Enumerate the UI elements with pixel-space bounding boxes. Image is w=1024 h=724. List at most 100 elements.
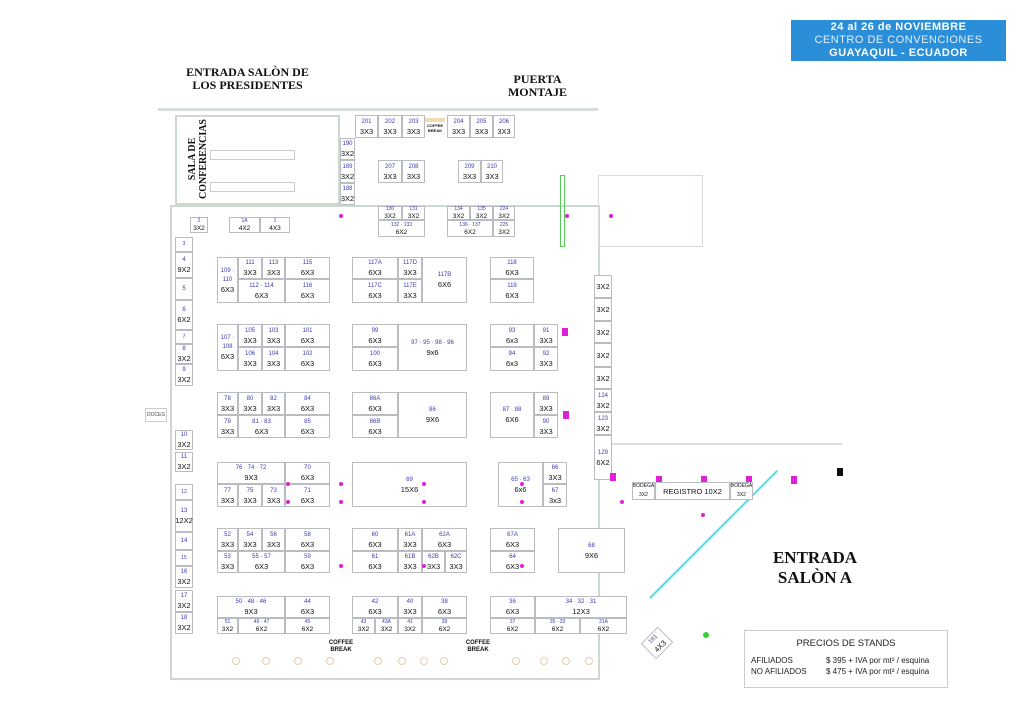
booth-unnumbered[interactable]: 3X2 xyxy=(594,321,612,343)
booth-7[interactable]: 7 xyxy=(175,330,193,344)
booth-unnumbered[interactable]: 3X2 xyxy=(594,298,612,321)
booth-3[interactable]: 3 xyxy=(175,237,193,252)
booth-5[interactable]: 5 xyxy=(175,278,193,300)
booth-14[interactable]: 14 xyxy=(175,532,193,550)
booth-unnumbered[interactable]: 3X2 xyxy=(594,275,612,298)
registro-booth[interactable]: REGISTRO 10X2 xyxy=(655,482,730,500)
booth-12[interactable]: 12 xyxy=(175,484,193,500)
booth-15[interactable]: 15 xyxy=(175,550,193,566)
bodega-left[interactable]: BODEGA 3X2 xyxy=(632,482,655,500)
booth-unnumbered[interactable]: 3X2 xyxy=(594,343,612,367)
bodega-right[interactable]: BODEGA 3X2 xyxy=(730,482,753,500)
